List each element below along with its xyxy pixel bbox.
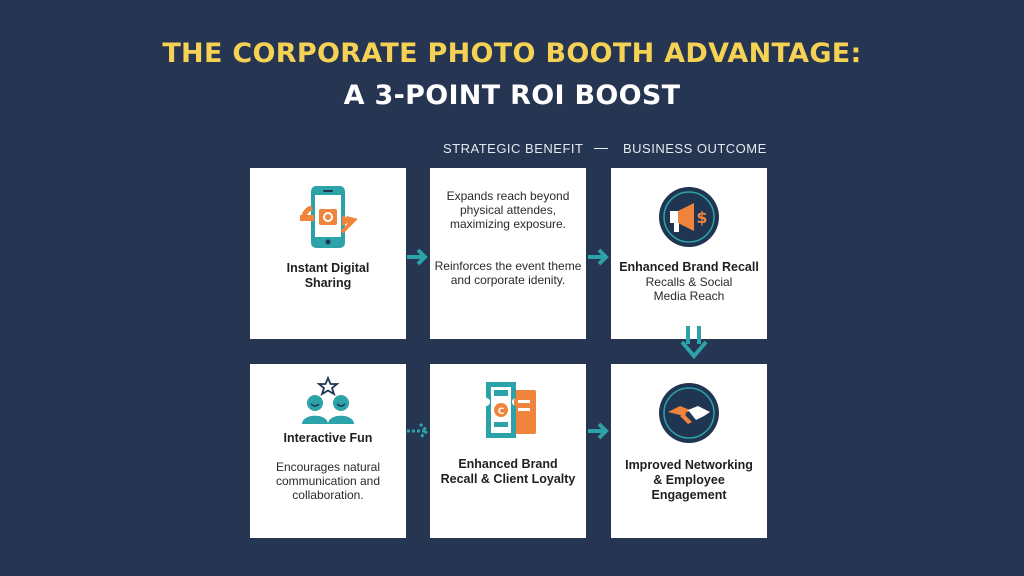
card-text-theme: Reinforces the event theme and corporate… — [434, 259, 582, 287]
arrow-down-icon — [680, 326, 708, 360]
card-label: Instant Digital Sharing — [286, 261, 370, 290]
title-line-2: A 3-POINT ROI BOOST — [343, 80, 681, 111]
card-interactive-fun: Interactive Fun Encourages natural commu… — [250, 364, 406, 538]
card-label: Improved Networking & Employee Engagemen… — [625, 458, 753, 502]
column-header-divider — [594, 148, 608, 149]
card-text: Recalls & Social Media Reach — [645, 275, 733, 303]
card-client-loyalty: C Enhanced Brand Recall & Client Loyalty — [430, 364, 586, 538]
arrow-right-icon — [407, 422, 430, 440]
column-header-business-outcome: BUSINESS OUTCOME — [623, 141, 767, 156]
people-star-icon — [298, 375, 358, 428]
arrow-right-icon — [407, 248, 428, 266]
arrow-right-icon — [588, 422, 609, 440]
card-label: Interactive Fun — [283, 431, 373, 445]
card-instant-digital-sharing: Instant Digital Sharing — [250, 168, 406, 339]
megaphone-dollar-icon: $ — [658, 186, 720, 248]
svg-text:$: $ — [696, 208, 707, 227]
card-text: Encourages natural communication and col… — [275, 460, 381, 502]
title-line-1: THE CORPORATE PHOTO BOOTH ADVANTAGE: — [162, 38, 862, 69]
card-strategic-benefits: Expands reach beyond physical attendes, … — [430, 168, 586, 339]
arrow-right-icon — [588, 248, 609, 266]
column-header-strategic-benefit: STRATEGIC BENEFIT — [443, 141, 584, 156]
card-label: Enhanced Brand Recall — [619, 260, 759, 274]
card-enhanced-brand-recall: $ Enhanced Brand Recall Recalls & Social… — [611, 168, 767, 339]
card-text-reach: Expands reach beyond physical attendes, … — [446, 189, 570, 231]
card-label: Enhanced Brand Recall & Client Loyalty — [440, 457, 576, 486]
phone-share-icon — [290, 182, 366, 258]
card-improved-networking: Improved Networking & Employee Engagemen… — [611, 364, 767, 538]
svg-text:C: C — [498, 407, 505, 417]
handshake-icon — [658, 382, 720, 444]
tickets-icon: C — [480, 378, 540, 442]
